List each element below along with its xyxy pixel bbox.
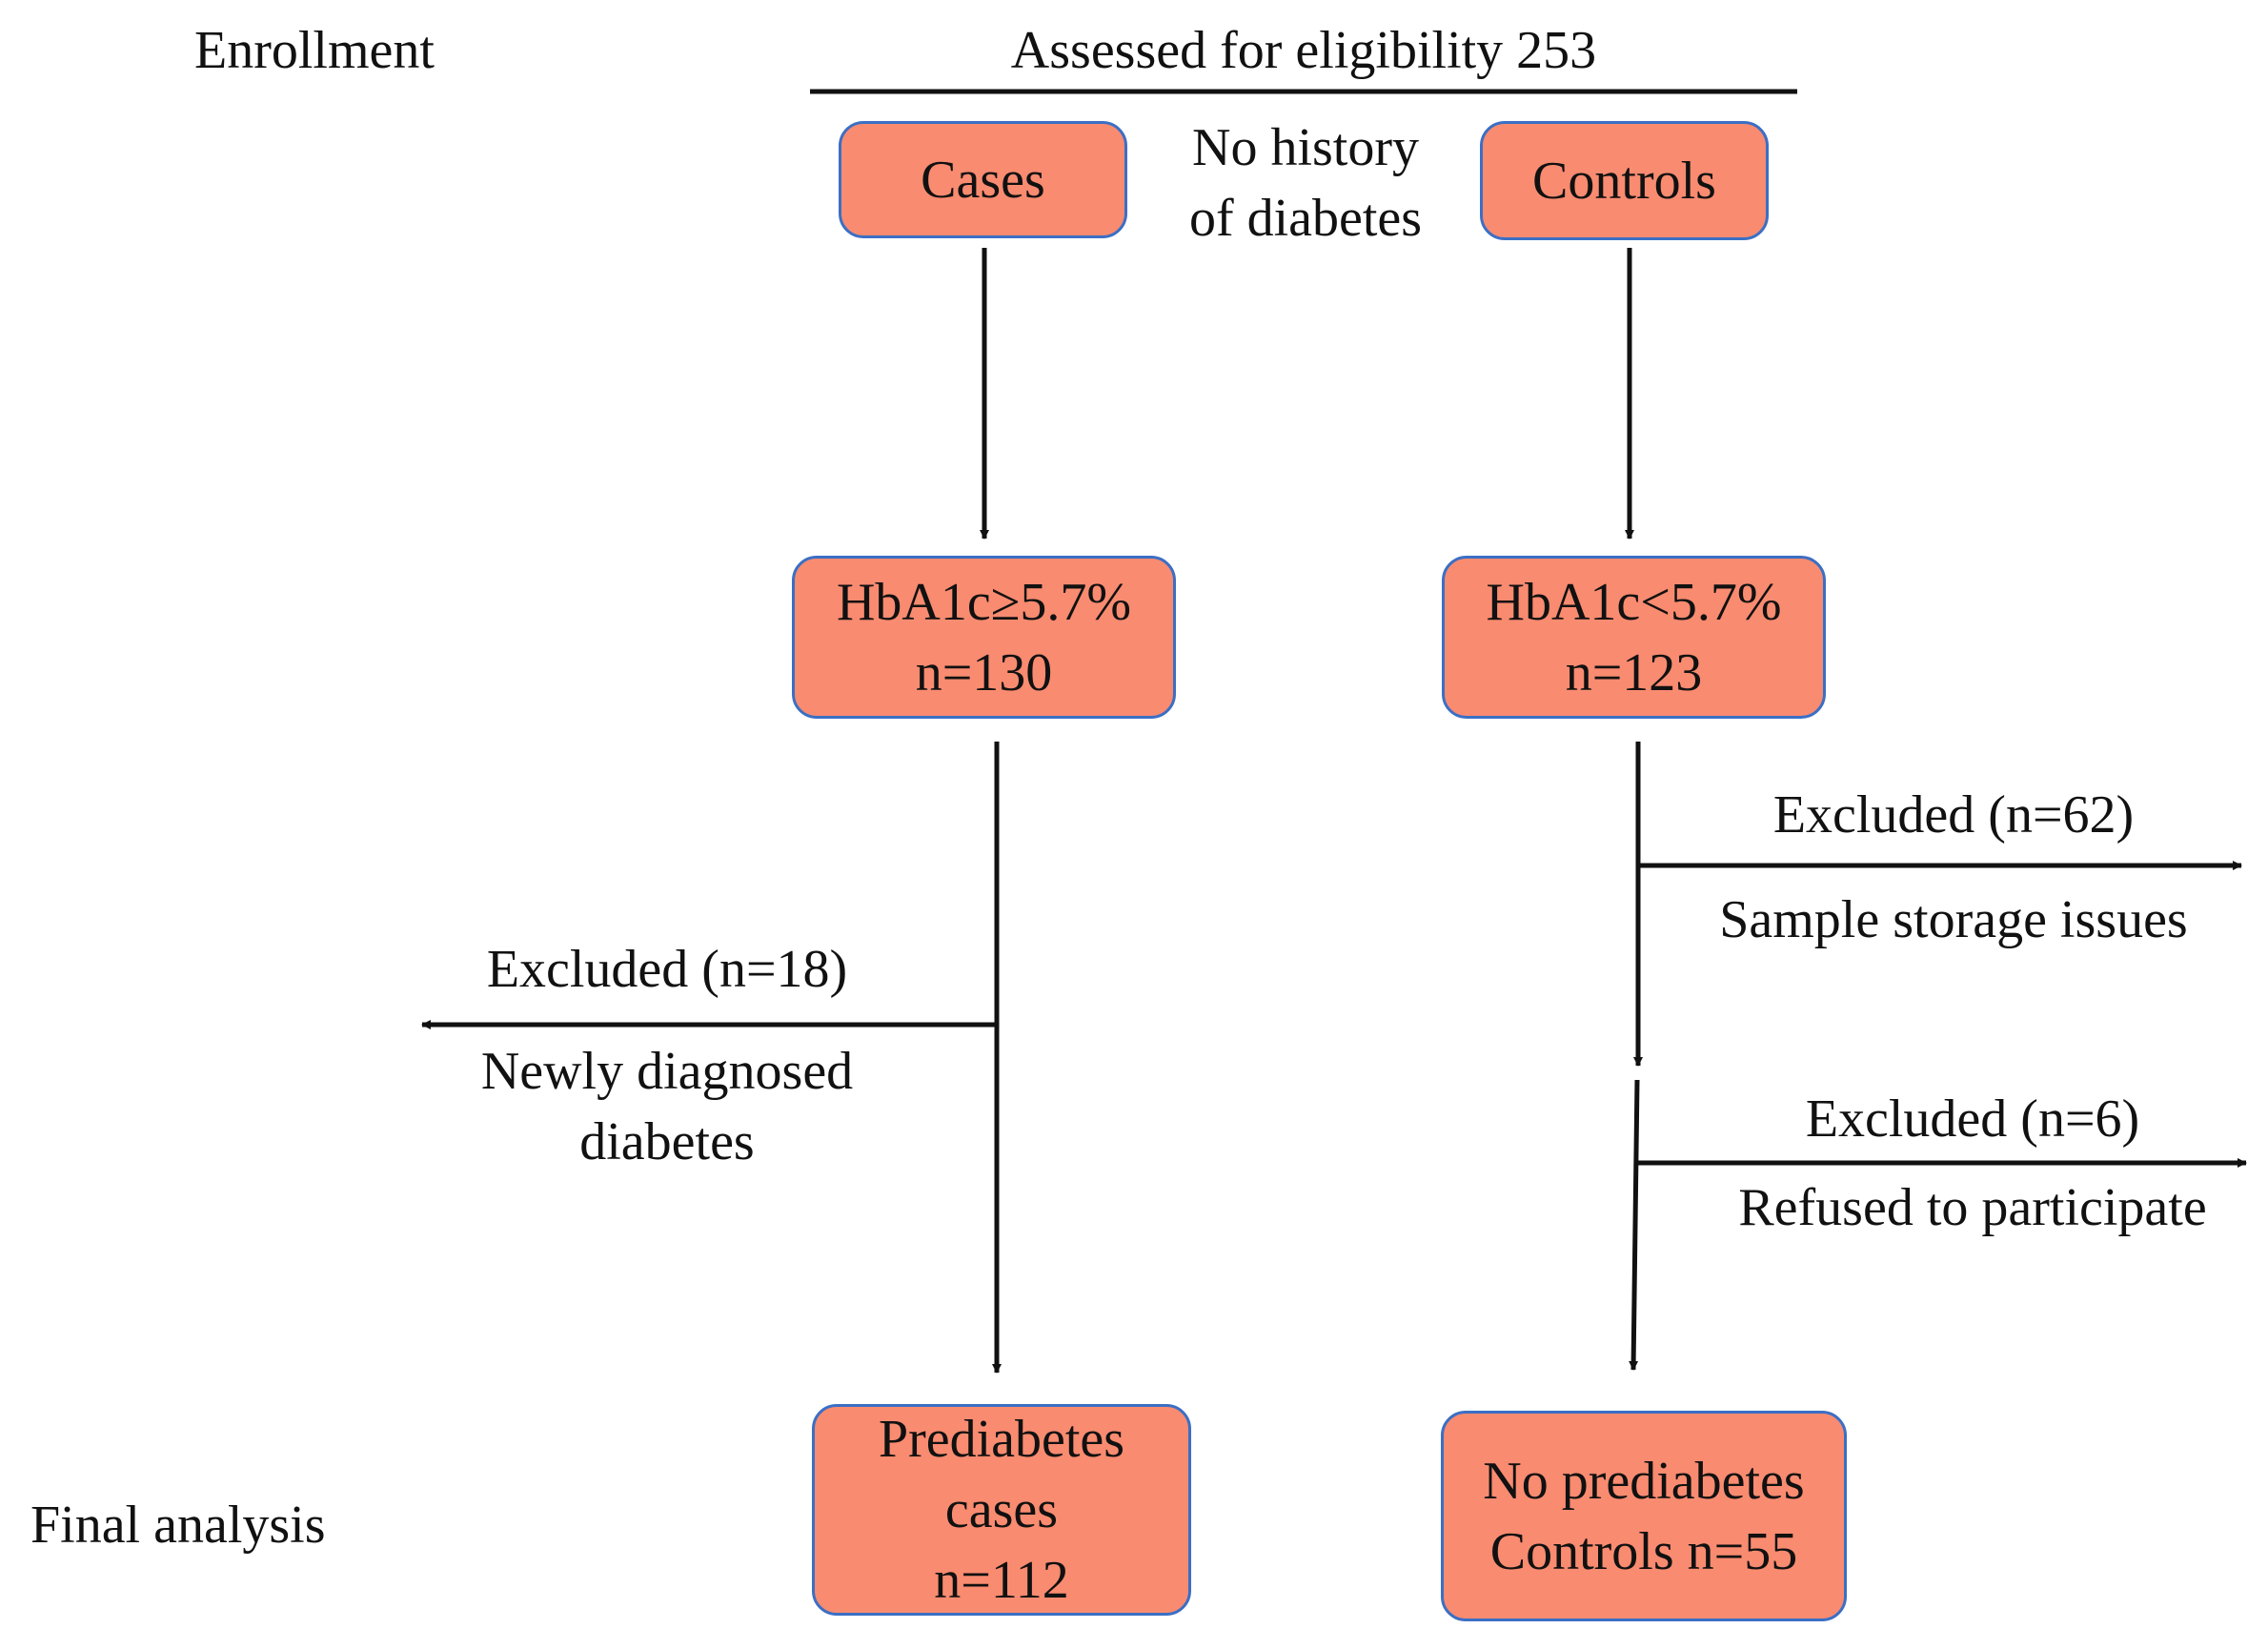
cases-exclusion-reason: Newly diagnosed diabetes: [429, 1036, 905, 1177]
hba1c-high-count: n=130: [915, 642, 1053, 702]
no-prediabetes-line-2: Controls n=55: [1489, 1521, 1798, 1581]
cases-reason-line-1: Newly diagnosed: [480, 1042, 854, 1101]
arrow-mid-to-no-prediabetes: [1629, 1079, 1640, 1371]
prediabetes-cases-box: Prediabetes cases n=112: [812, 1404, 1191, 1616]
hba1c-high-threshold: HbA1c≥5.7%: [836, 572, 1132, 632]
cases-box: Cases: [839, 121, 1127, 238]
prediabetes-count: n=112: [934, 1551, 1069, 1610]
controls-excluded-label-1: Excluded (n=62): [1772, 785, 2135, 845]
hba1c-low-threshold: HbA1c<5.7%: [1486, 572, 1782, 632]
cases-excluded-label: Excluded (n=18): [486, 940, 848, 999]
no-prediabetes-controls-box: No prediabetes Controls n=55: [1441, 1411, 1847, 1621]
no-history-label: No history of diabetes: [1153, 112, 1458, 254]
enrollment-label: Enrollment: [194, 21, 435, 80]
cases-reason-line-2: diabetes: [579, 1112, 755, 1171]
no-history-line-1: No history: [1192, 118, 1419, 177]
hba1c-high-box: HbA1c≥5.7% n=130: [792, 556, 1176, 719]
controls-exclusion-reason-2: Refused to participate: [1738, 1178, 2207, 1237]
controls-label: Controls: [1532, 151, 1716, 211]
final-analysis-label: Final analysis: [30, 1496, 326, 1555]
cases-label: Cases: [921, 150, 1045, 210]
hba1c-low-count: n=123: [1565, 642, 1703, 702]
no-history-line-2: of diabetes: [1188, 189, 1423, 248]
controls-box: Controls: [1480, 121, 1769, 240]
prediabetes-line-2: cases: [944, 1480, 1059, 1539]
prediabetes-line-1: Prediabetes: [878, 1410, 1125, 1469]
assessed-eligibility-label: Assessed for eligibility 253: [1010, 21, 1597, 80]
controls-excluded-label-2: Excluded (n=6): [1805, 1089, 2140, 1149]
hba1c-low-box: HbA1c<5.7% n=123: [1442, 556, 1826, 719]
no-prediabetes-line-1: No prediabetes: [1483, 1451, 1805, 1511]
controls-exclusion-reason-1: Sample storage issues: [1719, 890, 2188, 949]
